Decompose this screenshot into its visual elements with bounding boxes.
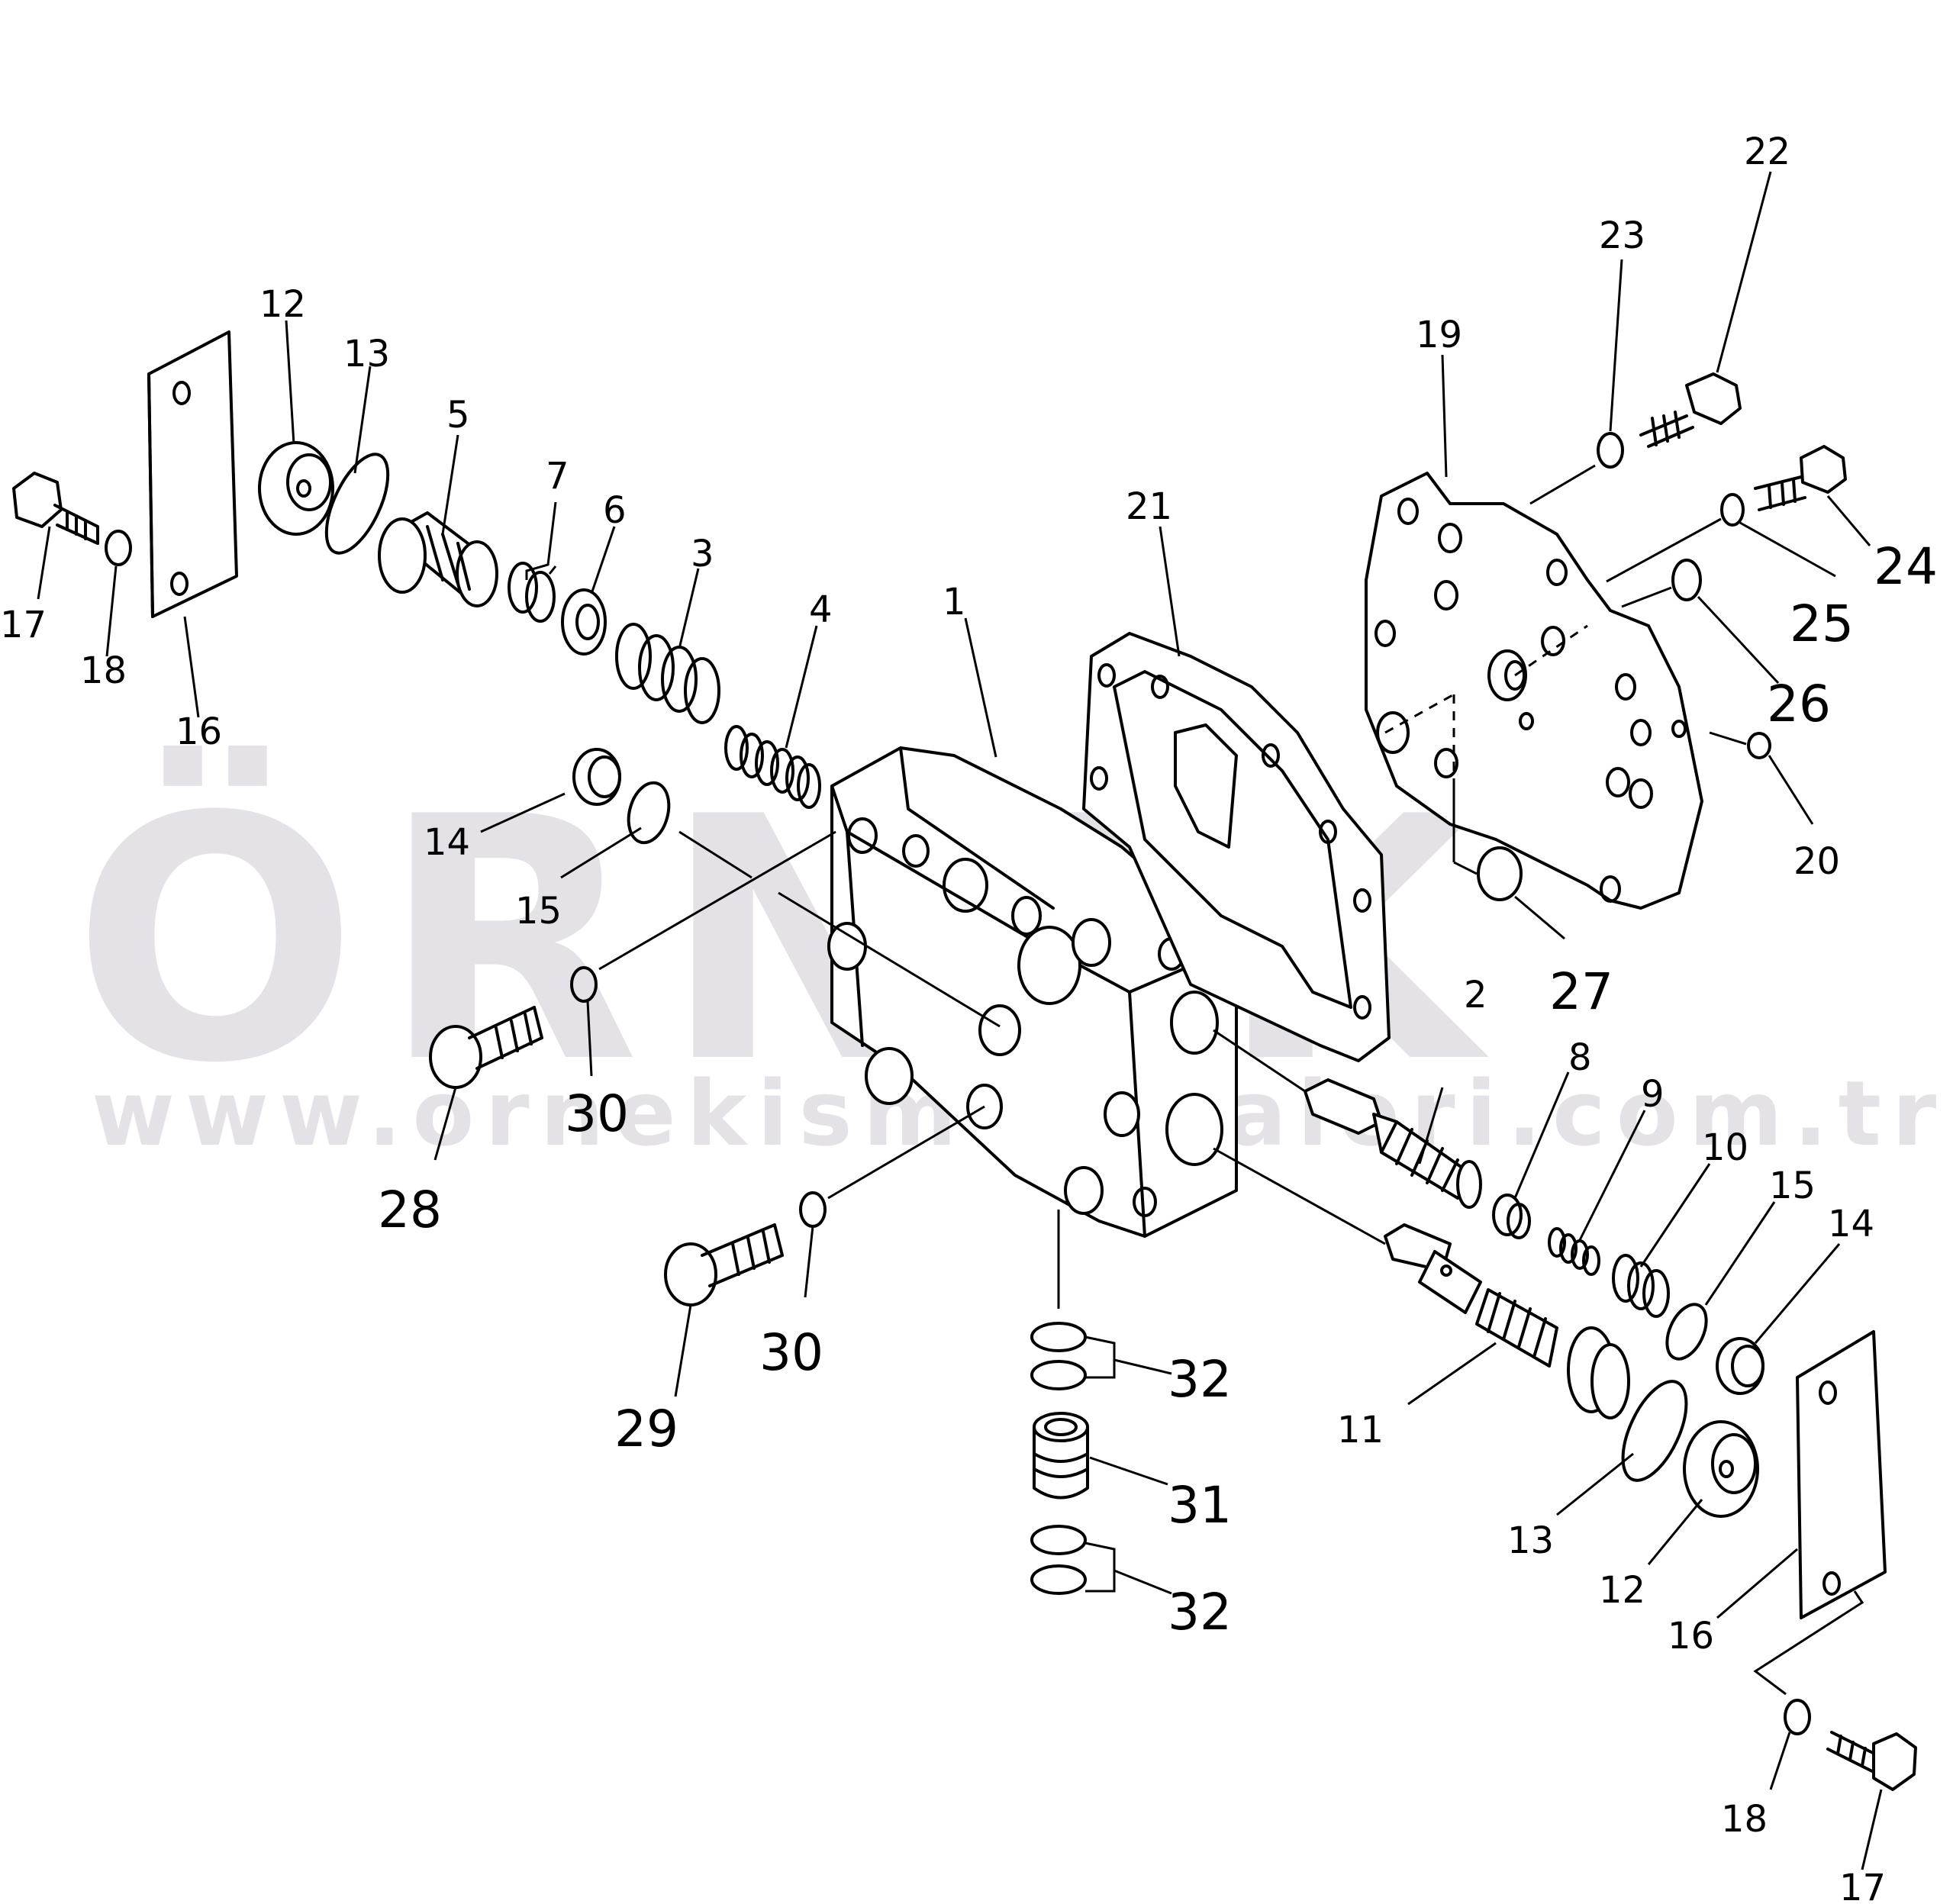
callout-6: 6 (603, 489, 627, 532)
callout-28: 28 (378, 1181, 442, 1239)
callout-16-right: 16 (1668, 1615, 1714, 1658)
washer-25 (1720, 493, 1745, 527)
callout-20: 20 (1793, 840, 1840, 883)
spring-4 (724, 725, 821, 809)
o-ring-15-left (627, 781, 671, 845)
callout-17-left: 17 (0, 604, 47, 646)
spring-3 (615, 623, 720, 724)
spring-9 (1548, 1227, 1600, 1276)
callout-15-left: 15 (515, 890, 562, 933)
callout-12-left: 12 (259, 283, 306, 326)
o-ring-32d (1030, 1564, 1087, 1595)
callout-23: 23 (1599, 214, 1645, 257)
o-ring-13-left (324, 453, 390, 555)
callout-22: 22 (1744, 130, 1790, 173)
callout-1: 1 (943, 581, 966, 623)
lock-washer-18-left (105, 530, 132, 566)
callout-32-upper: 32 (1168, 1350, 1232, 1409)
callout-labels: 1 2 3 4 5 6 7 8 9 10 11 12 12 13 13 14 1… (0, 130, 1938, 1904)
o-ring-32a (1030, 1322, 1087, 1352)
callout-15-right: 15 (1769, 1165, 1816, 1207)
gasket-21 (1082, 632, 1391, 1062)
callout-14-right: 14 (1828, 1203, 1874, 1245)
shim-7b (525, 571, 556, 623)
callout-29: 29 (614, 1400, 678, 1458)
rear-cover-fasteners (1477, 372, 1847, 901)
spool-2-parts (1492, 1194, 1764, 1395)
sleeve-5 (378, 511, 498, 607)
seat-8 (1492, 1194, 1531, 1239)
bolt-17-right (1826, 1731, 1917, 1791)
cover-plate-16-left (147, 330, 238, 618)
shim-7a (508, 562, 538, 614)
bolt-28 (429, 1006, 543, 1089)
washer-30-lower (799, 1191, 827, 1228)
plug-12-left (258, 441, 334, 536)
callout-30-lower: 30 (759, 1323, 823, 1382)
callout-27: 27 (1549, 962, 1613, 1021)
o-ring-15-right (1665, 1303, 1708, 1361)
callout-31: 31 (1168, 1476, 1232, 1535)
cover-plate-16-right (1796, 1330, 1887, 1619)
callout-10: 10 (1702, 1126, 1748, 1169)
bolt-17-left (12, 472, 99, 545)
callout-5: 5 (446, 394, 470, 437)
callout-2: 2 (1464, 974, 1487, 1016)
callout-24: 24 (1874, 537, 1938, 596)
callout-16-left: 16 (176, 710, 222, 753)
callout-30-upper: 30 (565, 1084, 629, 1143)
rear-cover-19 (1365, 472, 1703, 910)
callout-13-right: 13 (1507, 1519, 1554, 1562)
callout-11: 11 (1337, 1409, 1384, 1451)
washer-30-upper (570, 966, 598, 1003)
lock-washer-18-right (1784, 1699, 1811, 1735)
spring-10 (1612, 1254, 1670, 1318)
callout-7: 7 (546, 455, 569, 498)
o-ring-20 (1747, 732, 1771, 759)
bolt-22 (1639, 372, 1742, 448)
callout-26: 26 (1767, 675, 1831, 733)
o-ring-27 (1477, 846, 1523, 901)
callout-13-left: 13 (343, 333, 390, 375)
washer-23 (1597, 432, 1624, 469)
alignment-lines (598, 464, 1864, 1696)
bolt-24 (1754, 445, 1847, 511)
left-cover-assembly (12, 330, 821, 845)
plug-12-right (1683, 1420, 1759, 1518)
callout-12-right: 12 (1599, 1569, 1645, 1612)
bolt-29 (664, 1223, 784, 1306)
callout-14-left: 14 (424, 821, 470, 864)
callout-4: 4 (809, 588, 833, 631)
o-ring-26 (1671, 559, 1702, 601)
callout-25: 25 (1790, 594, 1854, 653)
callout-19: 19 (1416, 314, 1462, 356)
callout-32-lower: 32 (1168, 1583, 1232, 1641)
callout-21: 21 (1126, 485, 1172, 528)
callout-9: 9 (1641, 1073, 1665, 1116)
callout-18-right: 18 (1721, 1798, 1768, 1841)
spool-11 (1384, 1223, 1630, 1419)
o-ring-32c (1030, 1525, 1087, 1555)
spool-2 (1304, 1078, 1482, 1209)
bottom-parts (429, 966, 1089, 1595)
o-ring-32b (1030, 1360, 1087, 1390)
callout-18-left: 18 (80, 649, 127, 692)
o-ring-13-right (1621, 1380, 1688, 1482)
sleeve-31 (1033, 1412, 1089, 1500)
plug-14-left (572, 748, 621, 806)
spring-seat-6 (561, 588, 607, 656)
callout-leaders (37, 171, 1883, 1870)
callout-8: 8 (1568, 1036, 1592, 1079)
plug-14-right (1716, 1337, 1764, 1395)
callout-17-right: 17 (1839, 1867, 1886, 1904)
right-cover-assembly (1621, 1330, 1917, 1791)
callout-3: 3 (691, 533, 714, 575)
